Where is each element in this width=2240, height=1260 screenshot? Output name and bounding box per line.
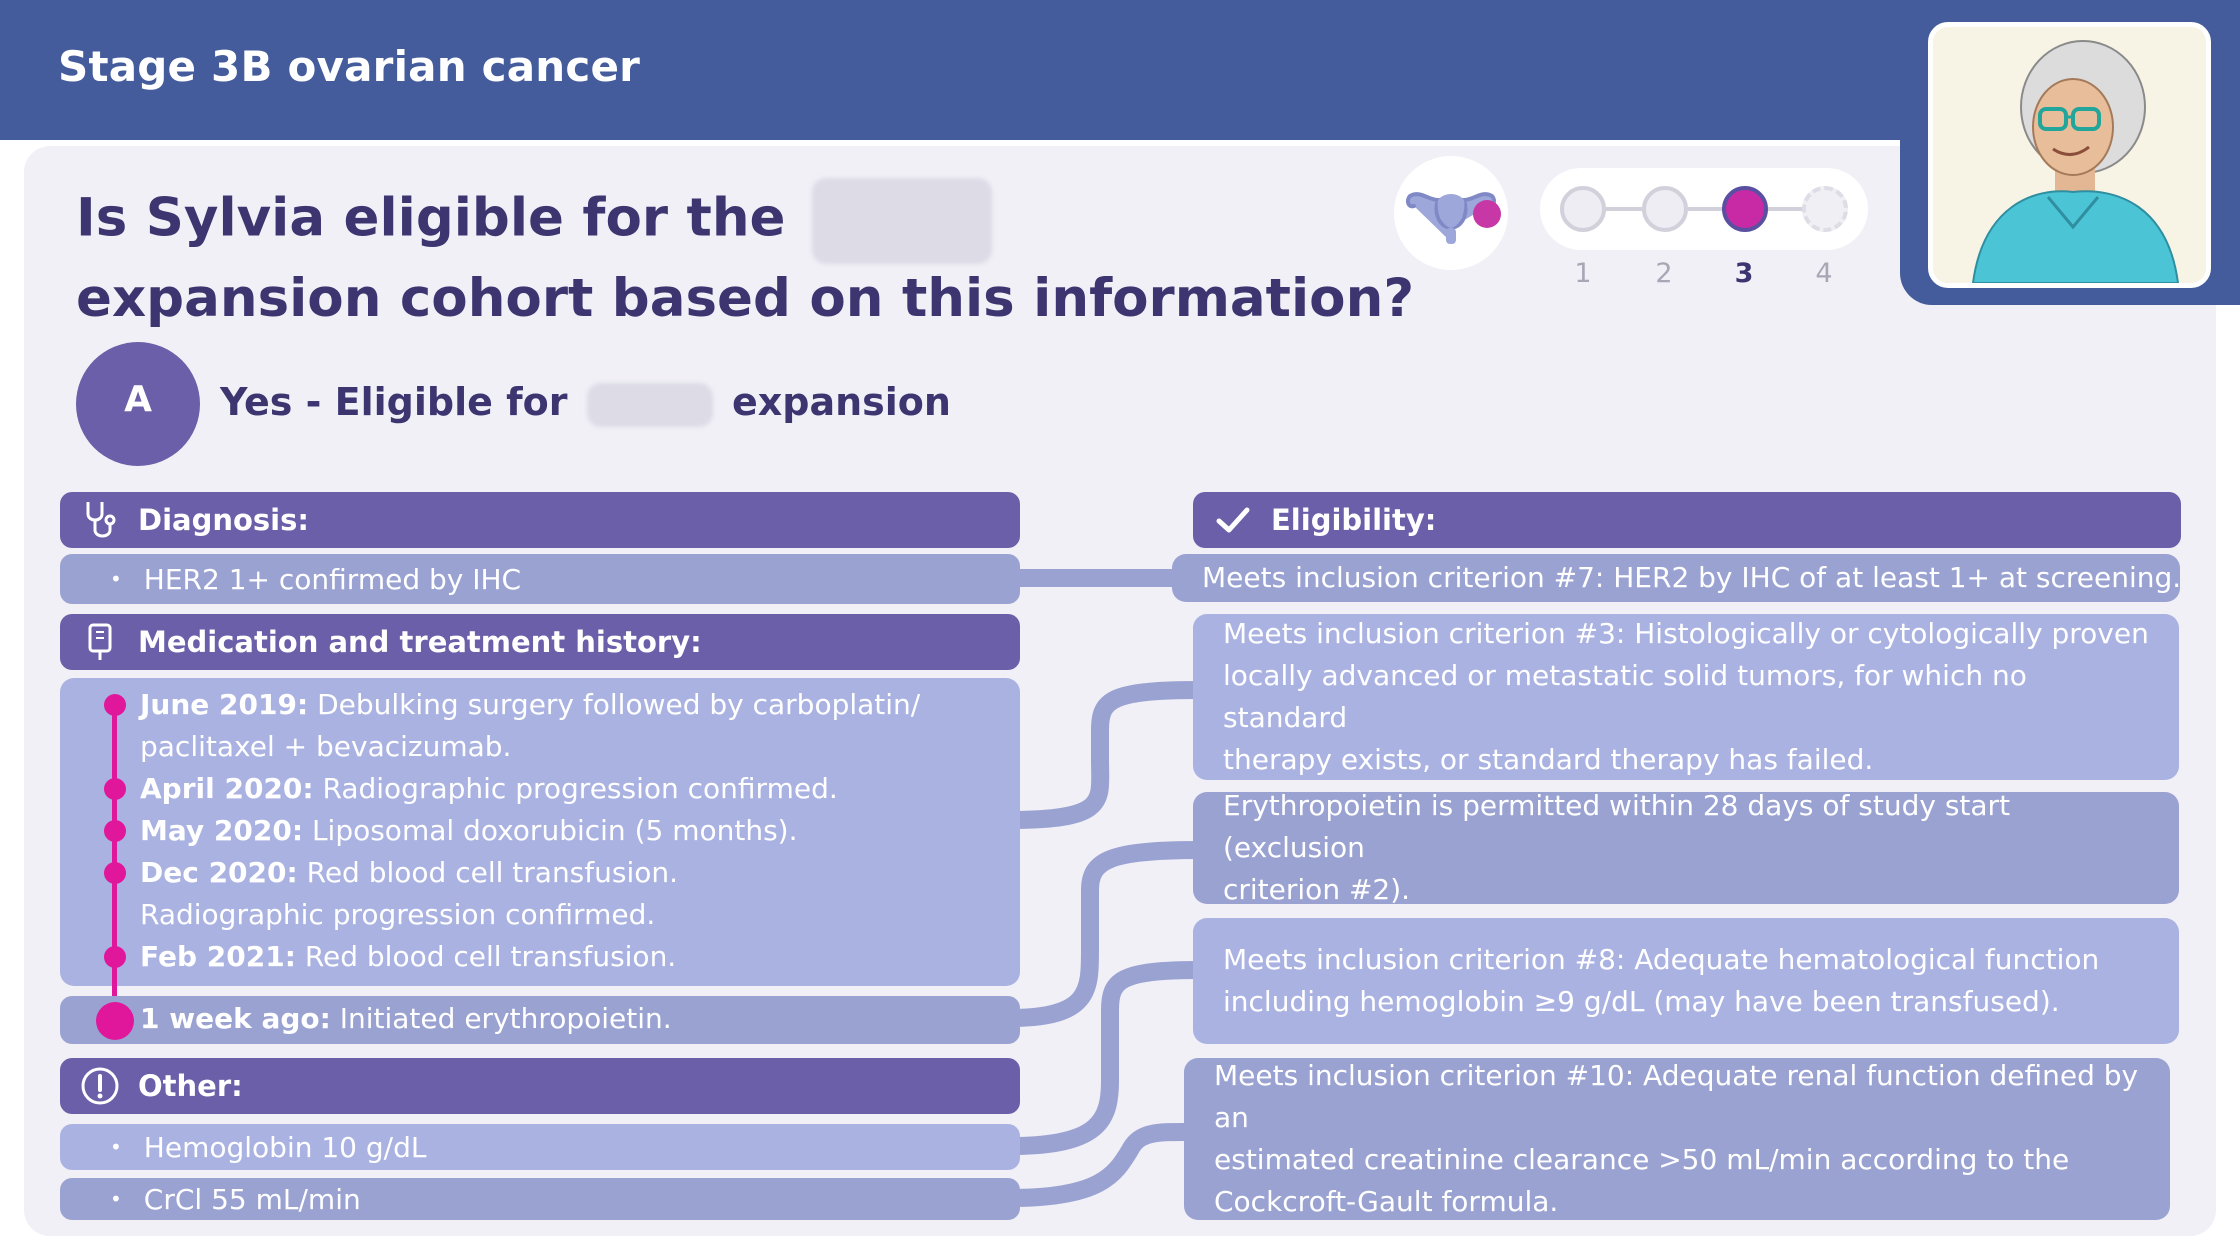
recent-treatment-text: 1 week ago: Initiated erythropoietin.	[140, 1002, 672, 1035]
timeline-entry: Feb 2021: Red blood cell transfusion.	[140, 940, 677, 973]
timeline-dot	[104, 820, 126, 842]
question-line-1: Is Sylvia eligible for the	[76, 187, 786, 249]
step-label-3: 3	[1734, 258, 1754, 289]
treatment-timeline	[60, 678, 1020, 986]
diagnosis-item-text: HER2 1+ confirmed by IHC	[143, 562, 522, 596]
timeline-dot	[104, 946, 126, 968]
timeline-entry: May 2020: Liposomal doxorubicin (5 month…	[140, 814, 798, 847]
stethoscope-icon	[80, 500, 120, 540]
timeline-dot	[104, 694, 126, 716]
diagnosis-header: Diagnosis:	[60, 492, 1020, 548]
step-4-dot	[1802, 186, 1848, 232]
alert-icon	[80, 1066, 120, 1106]
other-header: Other:	[60, 1058, 1020, 1114]
eligibility-criterion: Meets inclusion criterion #10: Adequate …	[1184, 1058, 2170, 1220]
timeline-dot-large	[96, 1002, 134, 1040]
question-line-2: expansion cohort based on this informati…	[76, 268, 1415, 329]
other-heading: Other:	[138, 1069, 243, 1103]
redacted-drug-name	[586, 382, 713, 427]
medication-header: Medication and treatment history:	[60, 614, 1020, 670]
step-label-4: 4	[1815, 258, 1833, 289]
avatar-frame	[1900, 0, 2240, 305]
bullet-icon: •	[110, 1135, 122, 1159]
step-label-2: 2	[1655, 258, 1673, 289]
bullet-icon: •	[110, 567, 122, 591]
eligibility-header: Eligibility:	[1193, 492, 2181, 548]
question-title: Is Sylvia eligible for the expansion coh…	[76, 178, 1414, 334]
timeline-dot	[104, 778, 126, 800]
checkmark-icon	[1213, 500, 1253, 540]
step-connector	[1688, 207, 1724, 211]
step-connector	[1768, 207, 1804, 211]
top-banner	[0, 0, 2240, 140]
recent-treatment-row	[60, 996, 1020, 1044]
timeline-entry: April 2020: Radiographic progression con…	[140, 772, 838, 805]
answer-text: Yes - Eligible for expansion	[220, 380, 951, 427]
bullet-icon: •	[110, 1187, 122, 1211]
answer-prefix: Yes - Eligible for	[220, 380, 568, 424]
answer-option-badge: A	[76, 342, 200, 466]
other-item: • CrCl 55 mL/min	[60, 1178, 1020, 1220]
step-2-dot	[1642, 186, 1688, 232]
diagnosis-heading: Diagnosis:	[138, 503, 309, 537]
timeline-line	[112, 702, 117, 1020]
other-item-text: CrCl 55 mL/min	[143, 1182, 361, 1216]
timeline-dot	[104, 862, 126, 884]
step-1-dot	[1560, 186, 1606, 232]
timeline-entry: paclitaxel + bevacizumab.	[140, 730, 512, 763]
step-connector	[1606, 207, 1642, 211]
eligibility-criterion: Erythropoietin is permitted within 28 da…	[1193, 789, 2179, 906]
answer-suffix: expansion	[731, 380, 951, 424]
eligibility-criterion: Meets inclusion criterion #8: Adequate h…	[1193, 918, 2179, 1044]
banner-title: Stage 3B ovarian cancer	[58, 42, 641, 91]
medication-heading: Medication and treatment history:	[138, 625, 702, 659]
diagnosis-item: • HER2 1+ confirmed by IHC	[60, 554, 1020, 604]
step-3-dot	[1722, 186, 1768, 232]
iv-bag-icon	[80, 622, 120, 662]
other-item: • Hemoglobin 10 g/dL	[60, 1124, 1020, 1170]
timeline-entry: Radiographic progression confirmed.	[140, 898, 656, 931]
timeline-entry: June 2019: Debulking surgery followed by…	[140, 688, 921, 721]
step-label-1: 1	[1574, 258, 1592, 289]
patient-avatar	[1928, 22, 2211, 288]
eligibility-criterion: Meets inclusion criterion #7: HER2 by IH…	[1172, 554, 2181, 602]
other-item-text: Hemoglobin 10 g/dL	[143, 1130, 427, 1164]
uterus-icon	[1394, 156, 1508, 270]
eligibility-heading: Eligibility:	[1271, 503, 1437, 537]
eligibility-criterion: Meets inclusion criterion #3: Histologic…	[1193, 614, 2179, 780]
step-progress	[1540, 168, 1868, 250]
timeline-entry: Dec 2020: Red blood cell transfusion.	[140, 856, 679, 889]
redacted-drug-name	[811, 178, 992, 264]
